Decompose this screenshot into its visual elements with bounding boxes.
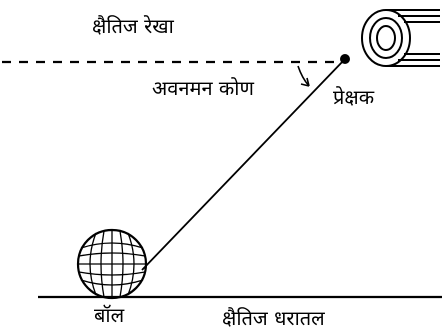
horizontal-ground-label: क्षैतिज धरातल <box>222 306 325 330</box>
eye-icon <box>361 9 440 67</box>
observer-point <box>340 54 350 64</box>
angle-of-depression-label: अवनमन कोण <box>152 76 254 100</box>
angle-arrow-icon <box>300 77 310 87</box>
horizontal-line-label: क्षैतिज रेखा <box>92 14 174 38</box>
angle-arc <box>297 65 310 87</box>
line-of-sight <box>141 58 346 271</box>
ball-icon <box>76 228 148 300</box>
ball-label: बॉल <box>94 303 125 327</box>
observer-label: प्रेक्षक <box>333 85 375 109</box>
